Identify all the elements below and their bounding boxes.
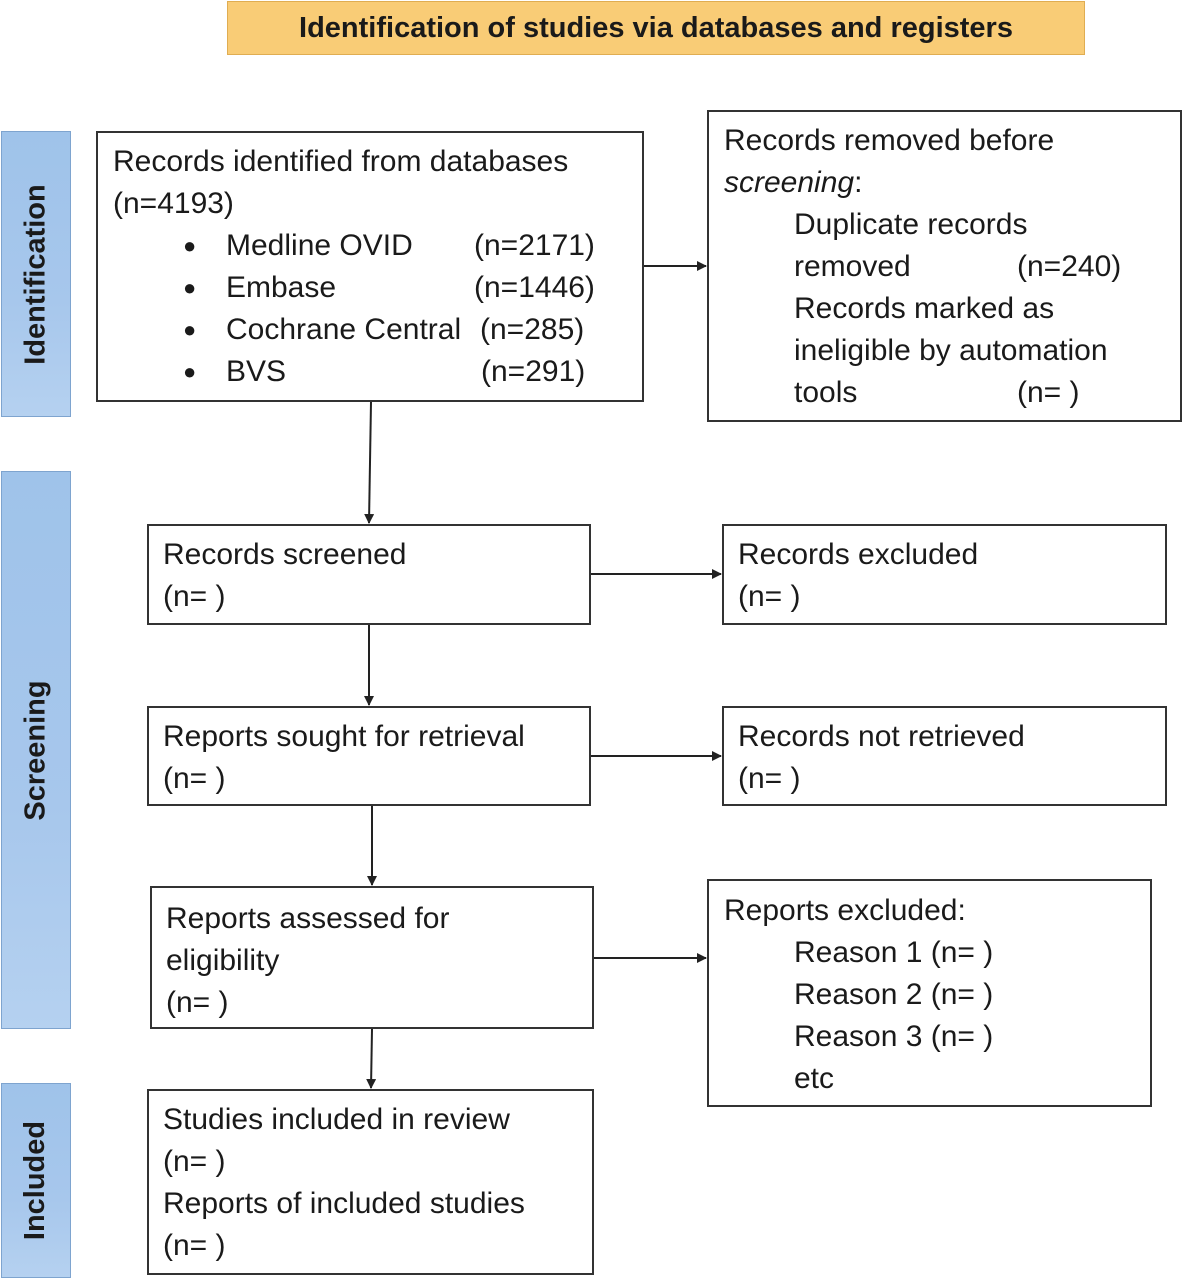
- colon: :: [854, 166, 863, 199]
- records-excluded-box: Records excluded (n= ): [722, 524, 1167, 625]
- duplicates-label-2: removed: [794, 250, 911, 283]
- reports-included-title: Reports of included studies: [163, 1187, 525, 1220]
- screening-italic: screening: [724, 166, 855, 199]
- studies-included-box: Studies included in review (n= ) Reports…: [147, 1089, 594, 1275]
- source-count: (n=2171): [474, 229, 595, 262]
- automation-label-3: tools: [794, 376, 858, 409]
- exclusion-reason: etc: [794, 1062, 835, 1095]
- reports-assessed-box: Reports assessed for eligibility (n= ): [150, 886, 594, 1029]
- exclusion-reason: Reason 2 (n= ): [794, 978, 994, 1011]
- reports-excluded-box: Reports excluded: Reason 1 (n= ) Reason …: [707, 879, 1152, 1107]
- studies-included-count: (n= ): [163, 1145, 226, 1178]
- arrow-assessed-to-included: [366, 1028, 377, 1089]
- reports-sought-box: Reports sought for retrieval (n= ): [147, 706, 591, 806]
- records-removed-title: Records removed before: [724, 124, 1055, 157]
- records-screened-title: Records screened: [163, 538, 407, 571]
- source-count: (n=285): [480, 313, 585, 346]
- records-not-retrieved-box: Records not retrieved (n= ): [722, 706, 1167, 806]
- records-identified-title: Records identified from databases: [113, 145, 569, 178]
- duplicates-count: (n=240): [1017, 250, 1122, 283]
- source-name: Medline OVID: [226, 229, 413, 262]
- source-count: (n=291): [481, 355, 586, 388]
- exclusion-reason: Reason 1 (n= ): [794, 936, 994, 969]
- records-identified-box: Records identified from databases (n=419…: [96, 131, 644, 402]
- records-not-retrieved-count: (n= ): [738, 762, 801, 795]
- phase-identification: Identification: [1, 131, 71, 417]
- records-screened-box: Records screened (n= ): [147, 524, 591, 625]
- records-excluded-title: Records excluded: [738, 538, 979, 571]
- source-name: BVS: [226, 355, 287, 388]
- studies-included-title: Studies included in review: [163, 1103, 510, 1136]
- records-removed-box: Records removed before screening: Duplic…: [707, 110, 1182, 422]
- exclusion-reason: Reason 3 (n= ): [794, 1020, 994, 1053]
- records-excluded-count: (n= ): [738, 580, 801, 613]
- reports-assessed-title-2: eligibility: [166, 944, 280, 977]
- bullet-icon: ●: [183, 233, 197, 258]
- source-count: (n=1446): [474, 271, 595, 304]
- reports-sought-title: Reports sought for retrieval: [163, 720, 525, 753]
- reports-assessed-count: (n= ): [166, 986, 229, 1019]
- records-not-retrieved-title: Records not retrieved: [738, 720, 1025, 753]
- phase-screening: Screening: [1, 471, 71, 1029]
- records-screened-count: (n= ): [163, 580, 226, 613]
- reports-sought-count: (n= ): [163, 762, 226, 795]
- source-name: Cochrane Central: [226, 313, 462, 346]
- reports-included-count: (n= ): [163, 1229, 226, 1262]
- phase-included: Included: [1, 1083, 71, 1278]
- automation-label: Records marked as: [794, 292, 1055, 325]
- reports-assessed-title: Reports assessed for: [166, 902, 450, 935]
- bullet-icon: ●: [183, 317, 197, 342]
- bullet-icon: ●: [183, 275, 197, 300]
- diagram-title: Identification of studies via databases …: [227, 1, 1085, 55]
- automation-count: (n= ): [1017, 376, 1080, 409]
- records-identified-count: (n=4193): [113, 187, 234, 220]
- automation-label-2: ineligible by automation: [794, 334, 1108, 367]
- arrow-identified-to-screened: [364, 401, 375, 524]
- records-removed-subtitle: screening:: [724, 162, 862, 204]
- source-name: Embase: [226, 271, 337, 304]
- bullet-icon: ●: [183, 359, 197, 384]
- reports-excluded-title: Reports excluded:: [724, 894, 966, 927]
- duplicates-label: Duplicate records: [794, 208, 1028, 241]
